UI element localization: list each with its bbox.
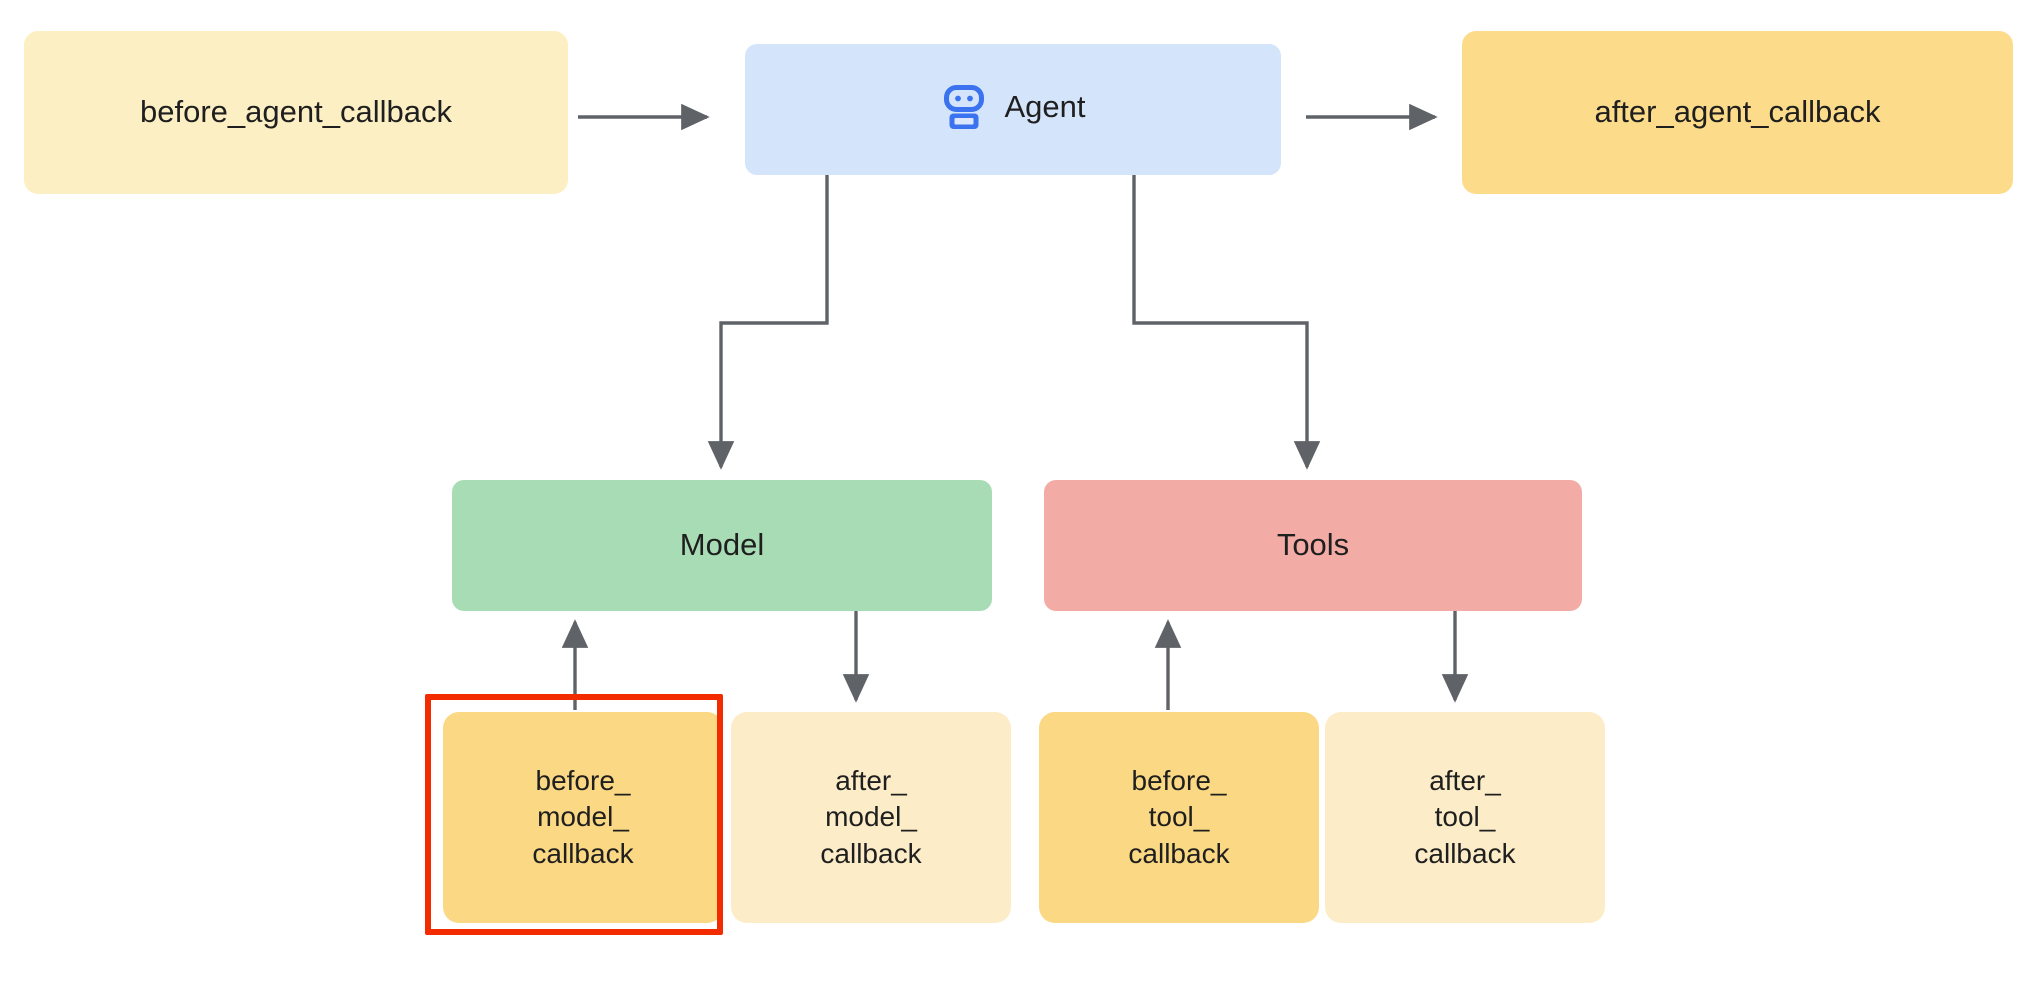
node-before-agent-callback[interactable]: before_agent_callback (24, 31, 568, 194)
node-tools[interactable]: Tools (1044, 480, 1582, 611)
node-model[interactable]: Model (452, 480, 992, 611)
node-after-tool-callback[interactable]: after_ tool_ callback (1325, 712, 1605, 923)
edge-agent-to-model (707, 175, 829, 470)
node-before-tool-callback[interactable]: before_ tool_ callback (1039, 712, 1319, 923)
agent-label: Agent (1004, 89, 1086, 125)
edge-agent-to-tools (1132, 175, 1321, 470)
node-before-model-callback[interactable]: before_ model_ callback (443, 712, 723, 923)
agent-content: Agent (940, 84, 1086, 132)
node-agent[interactable]: Agent (745, 44, 1281, 175)
robot-icon (944, 84, 985, 129)
node-after-model-callback[interactable]: after_ model_ callback (731, 712, 1011, 923)
node-after-agent-callback[interactable]: after_agent_callback (1462, 31, 2013, 194)
